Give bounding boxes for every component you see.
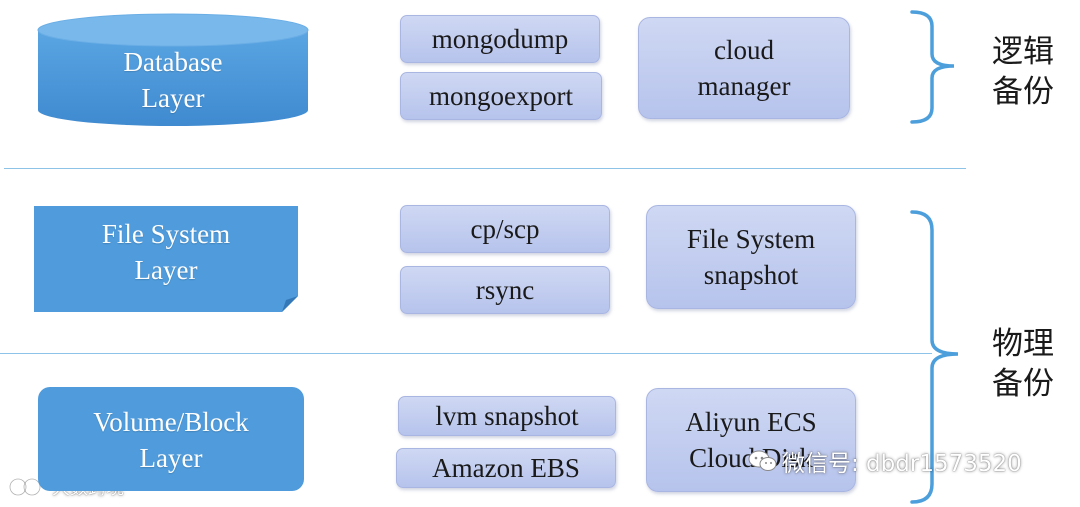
volume-layer-box bbox=[38, 387, 304, 491]
mongoexport-box: mongoexport bbox=[400, 72, 602, 120]
database-layer-line1: Database bbox=[123, 47, 223, 77]
lvm-snapshot-label: lvm snapshot bbox=[435, 401, 579, 431]
mongodump-label: mongodump bbox=[431, 24, 569, 54]
wechat-icon bbox=[748, 449, 778, 473]
rsync-box: rsync bbox=[400, 266, 610, 314]
bottom-divider bbox=[0, 353, 932, 354]
logical-line1: 逻辑 bbox=[992, 34, 1054, 70]
physical-backup-label: 物理 备份 bbox=[986, 324, 1060, 404]
brand-logo-icon bbox=[8, 476, 48, 498]
fs-snapshot-line2: snapshot bbox=[703, 260, 799, 290]
fs-snapshot-line1: File System bbox=[686, 224, 816, 254]
volume-layer-line2: Layer bbox=[139, 443, 203, 473]
volume-layer-label: Volume/Block Layer bbox=[38, 404, 304, 476]
amazon-ebs-label: Amazon EBS bbox=[432, 453, 580, 483]
aliyun-line1: Aliyun ECS bbox=[685, 407, 817, 437]
logical-brace bbox=[910, 10, 955, 124]
cloud-manager-line1: cloud bbox=[714, 35, 774, 65]
filesystem-layer-line1: File System bbox=[101, 219, 231, 249]
aliyun-box: Aliyun ECS Cloud Disk bbox=[646, 388, 856, 492]
mongodump-box: mongodump bbox=[400, 15, 600, 63]
wechat-id-text: 微信号: dbdr1573520 bbox=[782, 451, 1022, 477]
filesystem-doc-shape bbox=[34, 206, 298, 312]
database-layer-line2: Layer bbox=[141, 83, 205, 113]
volume-layer-line1: Volume/Block bbox=[93, 407, 249, 437]
database-cylinder-shape bbox=[37, 13, 309, 126]
rsync-label: rsync bbox=[475, 275, 535, 305]
database-layer-label: Database Layer bbox=[38, 44, 308, 116]
lvm-snapshot-box: lvm snapshot bbox=[398, 396, 616, 436]
filesystem-layer-label: File System Layer bbox=[34, 216, 298, 288]
physical-line1: 物理 bbox=[992, 326, 1054, 362]
physical-brace bbox=[910, 210, 959, 504]
cloud-manager-box: cloud manager bbox=[638, 17, 850, 119]
cp-scp-label: cp/scp bbox=[470, 214, 540, 244]
logical-backup-label: 逻辑 备份 bbox=[986, 32, 1060, 112]
cp-scp-box: cp/scp bbox=[400, 205, 610, 253]
logical-line2: 备份 bbox=[992, 74, 1054, 110]
wechat-watermark: 微信号: dbdr1573520 bbox=[748, 444, 1022, 478]
filesystem-layer-line2: Layer bbox=[134, 255, 198, 285]
mongoexport-label: mongoexport bbox=[429, 81, 573, 111]
amazon-ebs-box: Amazon EBS bbox=[396, 448, 616, 488]
cloud-manager-line2: manager bbox=[697, 71, 791, 101]
top-divider bbox=[4, 168, 966, 169]
fs-snapshot-box: File System snapshot bbox=[646, 205, 856, 309]
physical-line2: 备份 bbox=[992, 366, 1054, 402]
